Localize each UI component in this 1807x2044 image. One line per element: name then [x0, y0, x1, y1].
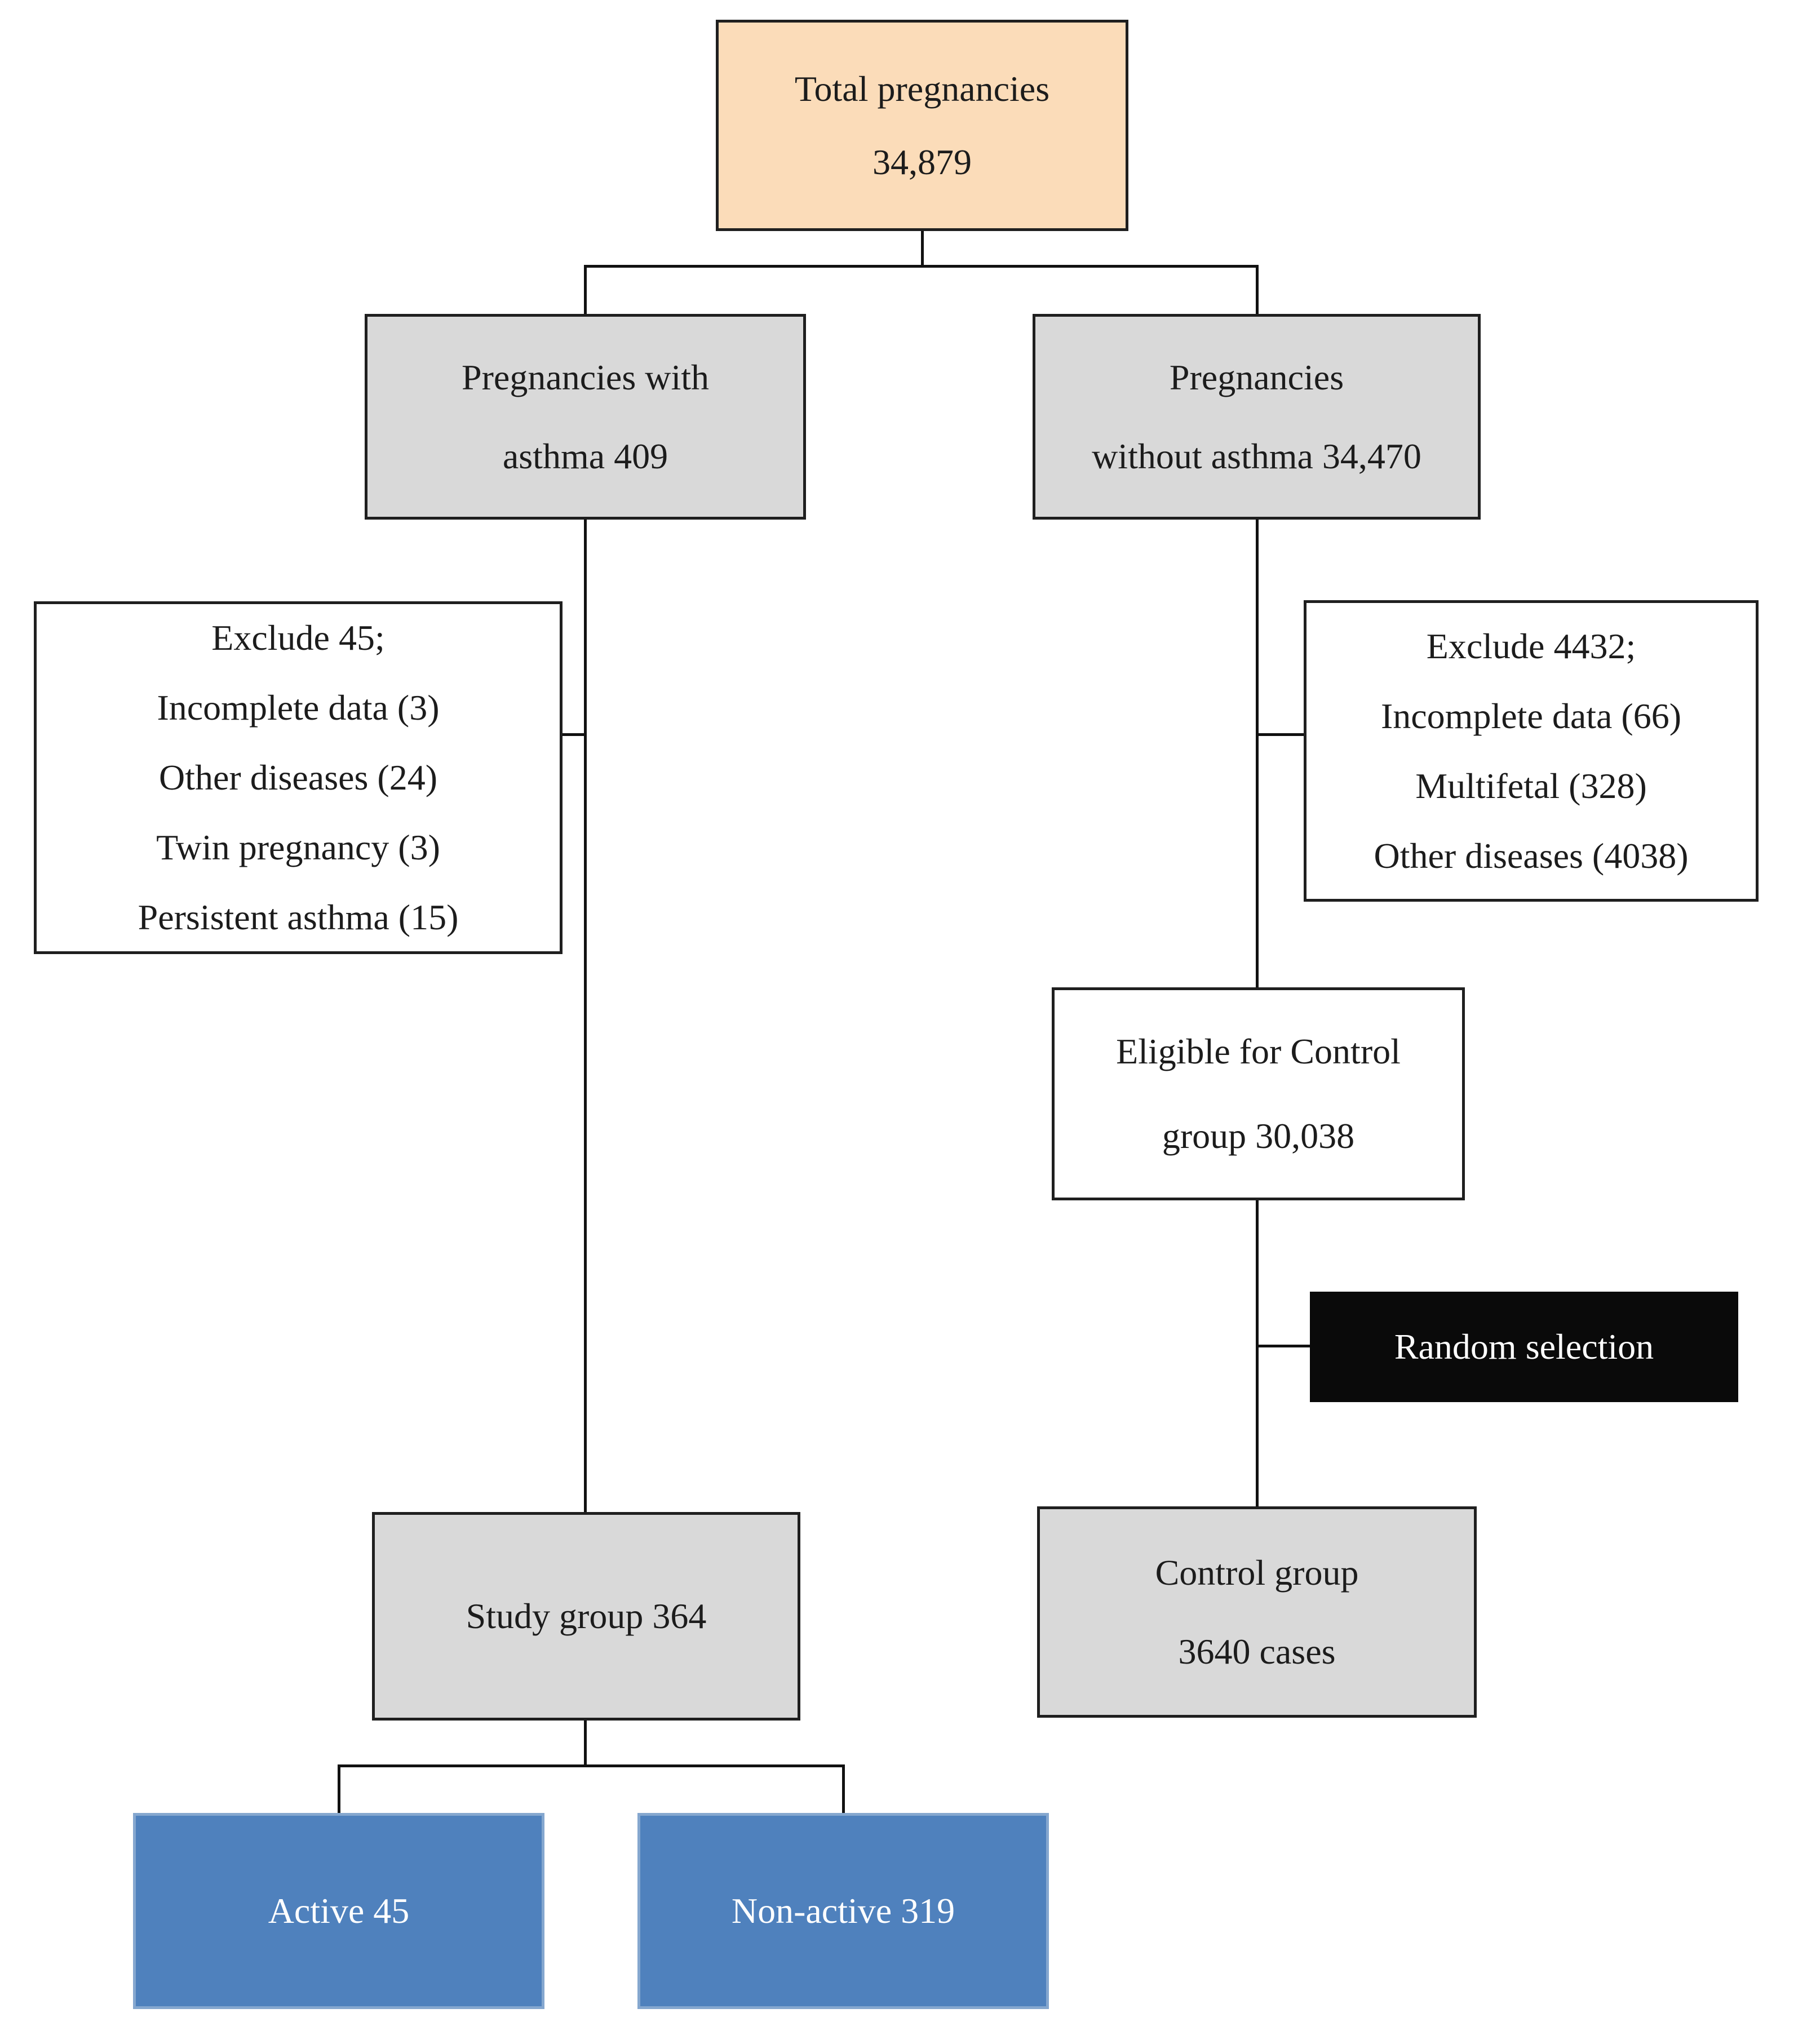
connector-nonactive-down [842, 1764, 845, 1813]
connector-right-vertical-upper [1256, 518, 1259, 990]
node-control-line-2: 3640 cases [1178, 1631, 1336, 1671]
exclude-study-item-3: Twin pregnancy (3) [156, 827, 440, 867]
node-active-asthma: Active 45 [133, 1813, 544, 2009]
connector-total-down [921, 231, 924, 268]
node-total-pregnancies: Total pregnancies 34,879 [716, 20, 1128, 231]
exclude-control-item-3: Other diseases (4038) [1374, 835, 1689, 876]
node-total-line-1: Total pregnancies [794, 68, 1050, 109]
node-with-asthma-line-2: asthma 409 [502, 436, 668, 476]
node-total-line-2: 34,879 [873, 141, 972, 182]
connector-exclude-study-stub [561, 733, 587, 736]
exclude-control-header: Exclude 4432; [1426, 626, 1636, 666]
node-with-asthma-line-1: Pregnancies with [462, 357, 709, 397]
connector-right-vertical-lower [1256, 1198, 1259, 1509]
node-pregnancies-without-asthma: Pregnancies without asthma 34,470 [1033, 314, 1481, 520]
node-random-selection: Random selection [1310, 1292, 1738, 1402]
node-eligible-line-2: group 30,038 [1162, 1116, 1355, 1156]
node-eligible-line-1: Eligible for Control [1116, 1031, 1401, 1071]
connector-bottom-split [338, 1764, 845, 1767]
connector-right-branch-down [1256, 265, 1259, 317]
node-non-active-asthma: Non-active 319 [637, 1813, 1049, 2009]
node-pregnancies-with-asthma: Pregnancies with asthma 409 [365, 314, 806, 520]
connector-study-down [584, 1721, 587, 1767]
exclude-control-item-1: Incomplete data (66) [1380, 695, 1682, 736]
node-without-asthma-line-2: without asthma 34,470 [1092, 436, 1421, 476]
node-study-label: Study group 364 [466, 1596, 707, 1636]
node-active-label: Active 45 [268, 1891, 410, 1931]
connector-top-split [584, 265, 1259, 268]
connector-random-stub [1257, 1345, 1310, 1347]
connector-left-vertical [584, 518, 587, 1515]
node-control-group: Control group 3640 cases [1037, 1506, 1477, 1718]
node-random-label: Random selection [1394, 1327, 1654, 1367]
node-without-asthma-line-1: Pregnancies [1169, 357, 1344, 397]
exclude-study-item-4: Persistent asthma (15) [138, 897, 459, 937]
node-control-line-1: Control group [1155, 1552, 1359, 1593]
connector-active-down [338, 1764, 340, 1813]
exclude-study-item-2: Other diseases (24) [158, 757, 438, 797]
exclude-study-header: Exclude 45; [211, 618, 385, 658]
node-eligible-for-control: Eligible for Control group 30,038 [1052, 987, 1465, 1200]
node-exclude-control-arm: Exclude 4432; Incomplete data (66) Multi… [1304, 600, 1759, 902]
exclude-study-item-1: Incomplete data (3) [157, 688, 440, 728]
connector-exclude-control-stub [1257, 733, 1304, 736]
node-nonactive-label: Non-active 319 [731, 1891, 955, 1931]
node-exclude-study-arm: Exclude 45; Incomplete data (3) Other di… [34, 601, 563, 954]
node-study-group: Study group 364 [372, 1512, 800, 1721]
connector-left-branch-down [584, 265, 587, 317]
exclude-control-item-2: Multifetal (328) [1415, 765, 1647, 806]
